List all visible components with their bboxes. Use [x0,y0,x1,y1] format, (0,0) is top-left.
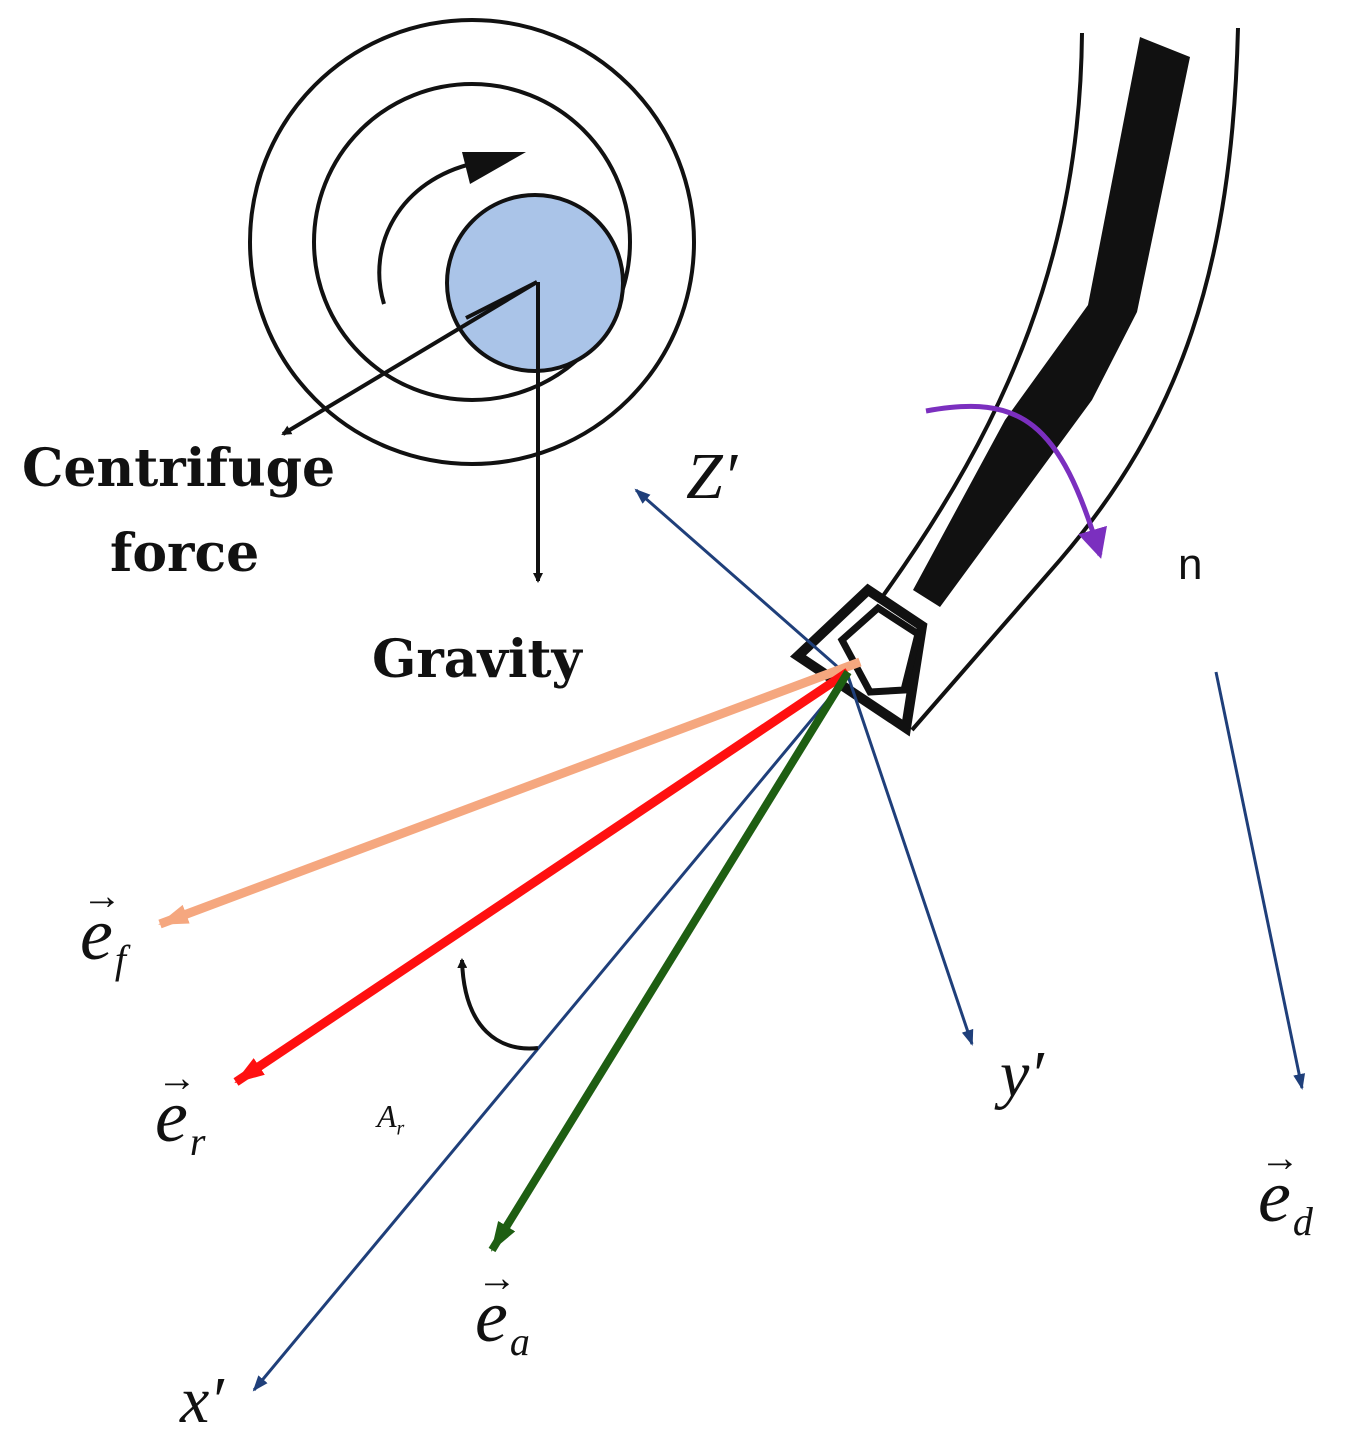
arm-black-bar [913,37,1190,607]
er-sub: r [189,1119,206,1164]
gravity-label: Gravity [372,629,582,690]
rotation-n-arrow [925,403,1107,559]
er-vector-line [233,668,851,1086]
angle-ar-arc [457,958,539,1051]
ef-vector-line [158,657,862,929]
outer-ring [248,18,696,466]
sensor-housing-inner [837,603,923,696]
vector-arrow-icon: → [82,873,122,918]
arm-outer-edge [910,27,1240,732]
y-axis-label: y′ [1000,1038,1044,1111]
vectors-group [158,488,1306,1392]
y-axis-line [846,675,974,1046]
x-axis-label: x′ [180,1364,224,1437]
arm-group [789,27,1240,737]
z-axis-line [634,488,849,678]
n-label: n [1178,540,1203,589]
er-base: e [155,1076,188,1158]
angle-ar-main: A [377,1098,397,1134]
z-axis-label: Z′ [686,440,738,513]
ef-vector-label: → ef [80,876,126,983]
ea-base: e [475,1276,508,1358]
vector-arrow-icon: → [1260,1135,1300,1180]
centrifuge-force-label-line2: force [110,523,260,584]
ef-base: e [80,894,113,976]
rotation-arrow [377,161,476,305]
vector-arrow-icon: → [477,1255,517,1300]
ed-base: e [1258,1156,1291,1238]
centrifuge-force-label-line1: Centrifuge [22,438,336,499]
angle-ar-sub: r [396,1117,405,1140]
ed-sub: d [1292,1199,1313,1244]
angle-ar-label: Ar [377,1100,404,1138]
inner-ring [312,82,632,402]
ef-sub: f [114,937,126,982]
rotation-arrowhead [462,152,526,184]
ed-vector-label: → ed [1258,1138,1313,1245]
sensor-housing-outer [789,583,928,737]
vector-arrow-icon: → [157,1055,197,1100]
centrifuge-group [248,18,696,583]
x-axis-line [252,675,850,1392]
centrifuge-force-arrow [281,280,539,436]
ea-sub: a [509,1319,530,1364]
ed-vector-line [1214,671,1306,1090]
ea-vector-line [488,669,852,1253]
arm-inner-edge [878,32,1084,602]
er-vector-label: → er [155,1058,206,1165]
ea-vector-label: → ea [475,1258,530,1365]
